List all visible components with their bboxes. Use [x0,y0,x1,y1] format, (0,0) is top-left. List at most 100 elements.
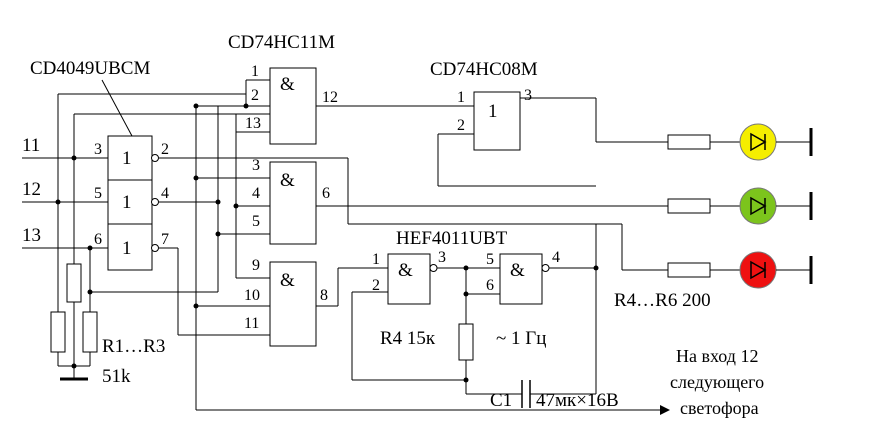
and2-symbol: 1 [488,101,498,122]
pin-number: 4 [252,185,260,202]
inverter-symbol: 1 [122,238,132,259]
nand-gate-2: & 5 6 4 [486,249,560,305]
junction-dot [193,175,199,181]
pin-number: 1 [372,251,380,268]
pin-number: 5 [94,185,102,202]
resistor-r1 [66,263,82,303]
label-c1-value: 47мк×16B [536,390,619,411]
resistor-r6-output [667,262,711,278]
pin-number: 2 [372,277,380,294]
and-gate-body [269,161,317,245]
pin-number: 6 [322,185,330,202]
junction-dot [193,103,199,109]
pin-number: 6 [486,277,494,294]
led-yellow [739,123,777,161]
nand-gate-body [387,253,431,305]
pin-number: 3 [94,141,102,158]
label-frequency: ~ 1 Гц [496,328,546,349]
label-r1-r3-value: 51k [102,366,131,387]
diode-icon [750,132,767,152]
junction-dot [87,245,93,251]
note-line-2: следующего [670,372,764,392]
input-label-11: 11 [22,135,40,156]
junction-dot [71,155,77,161]
led-red-body [739,251,777,289]
pin-number: 3 [438,249,446,266]
junction-dot [463,265,469,271]
pin-number: 2 [251,87,259,104]
junction-dot [215,199,221,205]
input-label-13: 13 [22,225,41,246]
inverter-body [107,135,153,271]
pin-number: 3 [524,87,532,104]
nand-gate-1: & 1 2 3 [372,249,446,305]
junction-dot [463,291,469,297]
pin-number: 10 [244,287,260,304]
and-gate-3: & 9 10 11 8 [244,257,328,347]
pin-number: 13 [245,115,261,132]
diode-icon [750,260,767,280]
and-symbol: & [280,170,295,191]
note-line-3: светофора [680,398,759,418]
chip-title-cd74hc11m: CD74HC11M [228,32,335,53]
label-r1-r3: R1…R3 [102,336,165,357]
junction-dot [463,377,469,383]
pin-number: 3 [252,157,260,174]
chip-title-leader-line [101,79,133,137]
pin-number: 7 [161,231,169,248]
pin-number: 2 [161,141,169,158]
inverter-bubble [151,244,159,252]
junction-dot [55,199,61,205]
pin-number: 4 [552,249,560,266]
junction-dot [87,289,93,295]
label-c1: C1 [490,390,512,411]
label-r4-r6: R4…R6 200 [614,290,711,311]
pin-number: 4 [161,185,169,202]
pin-number: 11 [244,315,259,332]
inverter-symbol: 1 [122,192,132,213]
led-green-body [739,187,777,225]
pin-number: 9 [252,257,260,274]
resistor-r4 [458,323,474,361]
arrow-icon [660,405,670,415]
nand-gate-body [499,253,543,305]
label-r4: R4 15к [380,328,436,349]
pin-number: 1 [251,63,259,80]
and-symbol: & [280,270,295,291]
note-line-1: На вход 12 [676,346,758,366]
nand-bubble [541,264,550,272]
resistor-r4-output [667,134,711,150]
and2-gate: 1 1 2 3 [457,87,532,151]
junction-dot [193,303,199,309]
diode-icon [750,196,767,216]
inverter-bubble [151,154,159,162]
and-gate-2: & 3 4 5 6 [252,157,330,245]
pin-number: 1 [457,89,465,106]
input-label-12: 12 [22,179,41,200]
and-gate-body [269,261,317,347]
junction-dot [71,363,77,369]
pin-number: 8 [320,287,328,304]
inverter-bubble [151,198,159,206]
inverter-block: 1 1 1 3 5 6 2 4 7 [94,135,169,271]
and-symbol: & [510,260,525,281]
junction-dot [243,103,249,109]
pin-number: 6 [94,231,102,248]
pin-number: 2 [457,117,465,134]
chip-title-cd4049ubcm: CD4049UBCM [30,58,150,79]
resistor-r5-output [667,198,711,214]
pin-number: 5 [252,213,260,230]
junction-dot [215,231,221,237]
led-yellow-body [739,123,777,161]
junction-dot [593,265,599,271]
led-red [739,251,777,289]
chip-title-hef4011ubt: HEF4011UBT [396,228,508,249]
and2-gate-body [473,91,521,151]
led-green [739,187,777,225]
junction-dot [233,203,239,209]
and-symbol: & [280,74,295,95]
pin-number: 12 [322,89,338,106]
chip-title-cd74hc08m: CD74HC08M [430,59,538,80]
pin-number: 5 [486,251,494,268]
